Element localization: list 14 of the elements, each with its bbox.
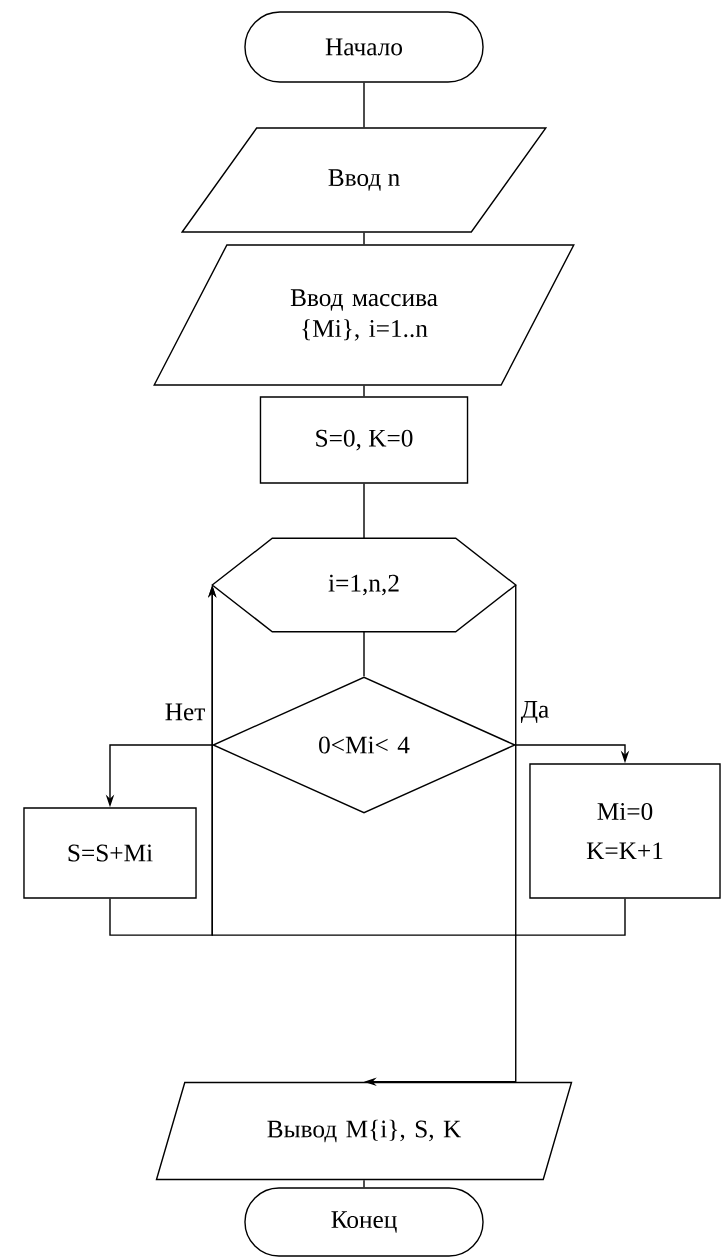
input-parallelogram: Ввод массива {Mi}, i=1..n: [153, 244, 575, 386]
loop-hexagon: i=1,n,2: [211, 537, 517, 633]
output-parallelogram: Вывод M{i}, S, K: [155, 1081, 573, 1181]
process-box: S=S+Mi: [23, 807, 197, 899]
connector: [363, 385, 365, 397]
edge-label: Нет: [163, 702, 207, 722]
connector: [363, 1179, 365, 1188]
edge-label: Да: [519, 699, 551, 725]
process-box: Mi=0 K=K+1: [529, 763, 721, 899]
connector: [363, 232, 365, 245]
connector: [363, 631, 365, 677]
process-box: S=0, K=0: [259, 396, 469, 484]
connector: [363, 82, 365, 128]
connector: [363, 483, 365, 539]
